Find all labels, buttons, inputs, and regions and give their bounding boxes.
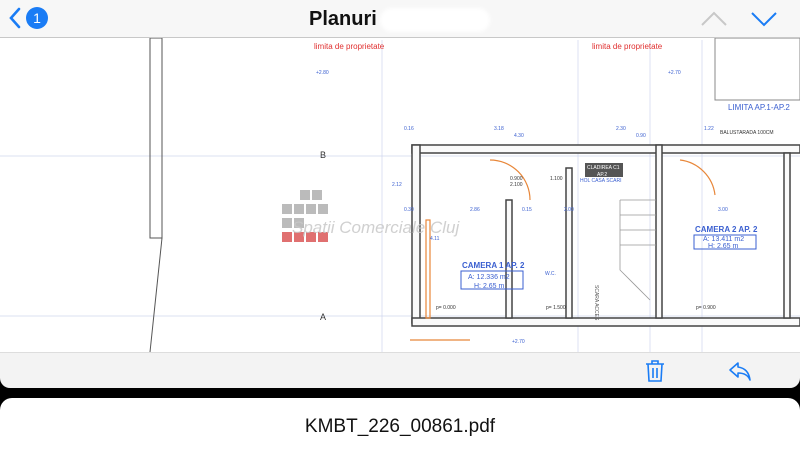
axis-b: B — [320, 150, 326, 160]
dim: p= 0.000 — [436, 305, 456, 311]
dim: 1.22 — [704, 126, 714, 132]
unread-count-badge: 1 — [26, 7, 48, 29]
floor-plan-drawing: limita de proprietate limita de propriet… — [0, 38, 800, 352]
dim: p= 0.900 — [696, 305, 716, 311]
level: +2.70 — [512, 339, 525, 345]
back-button[interactable]: 1 — [8, 6, 48, 30]
dim: p= 1.500 — [546, 305, 566, 311]
stair-label: SCARA ACCES — [593, 285, 599, 321]
chevron-left-icon — [9, 7, 21, 29]
room1-name: CAMERA 1 AP. 2 — [462, 261, 525, 270]
level: +2.80 — [316, 70, 329, 76]
room2-name: CAMERA 2 AP. 2 — [695, 225, 758, 234]
dim: 2.30 — [616, 126, 626, 132]
room1-area: A: 12.336 m2 — [468, 274, 510, 281]
dim: 2.86 — [470, 207, 480, 213]
property-limit-left: limita de proprietate — [314, 42, 385, 51]
bottom-toolbar — [0, 352, 800, 388]
dim: 0.15 — [522, 207, 532, 213]
limit-label: LIMITA AP.1-AP.2 — [728, 103, 790, 112]
navigation-bar: 1 Planuri — [0, 0, 800, 38]
dim: 3.18 — [494, 126, 504, 132]
dim: 4.11 — [430, 236, 440, 242]
attachment-sheet: KMBT_226_00861.pdf — [0, 398, 800, 450]
axis-a: A — [320, 312, 326, 322]
reply-icon[interactable] — [728, 359, 752, 383]
level: +2.70 — [668, 70, 681, 76]
next-chevron-down-icon[interactable] — [750, 9, 778, 29]
railing-label: BALUSTARADA 100CM — [720, 130, 774, 136]
dim: 0.90 — [636, 133, 646, 139]
dim: 0.30 — [404, 207, 414, 213]
dim: 0.900 — [510, 176, 523, 182]
dim: 3.00 — [718, 207, 728, 213]
pdf-viewer[interactable]: limita de proprietate limita de propriet… — [0, 38, 800, 352]
attachment-filename: KMBT_226_00861.pdf — [304, 416, 496, 437]
room2-area: A: 13.411 m2 — [703, 236, 744, 243]
previous-chevron-up-icon[interactable] — [700, 9, 728, 29]
watermark-text: Spatii Comerciale Cluj — [292, 218, 460, 237]
hall-label: HOL CASA SCARI — [580, 178, 622, 184]
page-title: Planuri — [309, 8, 377, 30]
property-limit-right: limita de proprietate — [592, 42, 663, 51]
building-tag-ap: AP.2 — [597, 172, 607, 178]
dim: 2.100 — [510, 182, 523, 188]
wc-label: W.C. — [545, 271, 556, 277]
dim: 4.30 — [514, 133, 524, 139]
dim: 2.00 — [564, 207, 574, 213]
watermark-logo: Spatii Comerciale Cluj — [282, 190, 460, 242]
trash-icon[interactable] — [644, 359, 666, 383]
dim: 2.12 — [392, 182, 402, 188]
room1-height: H: 2.65 m — [474, 283, 505, 290]
room2-height: H: 2.65 m — [708, 243, 739, 250]
building-tag: CLADIREA C1 — [587, 165, 620, 171]
dim: 0.16 — [404, 126, 414, 132]
dim: 1.100 — [550, 176, 563, 182]
redacted-title — [380, 8, 490, 32]
